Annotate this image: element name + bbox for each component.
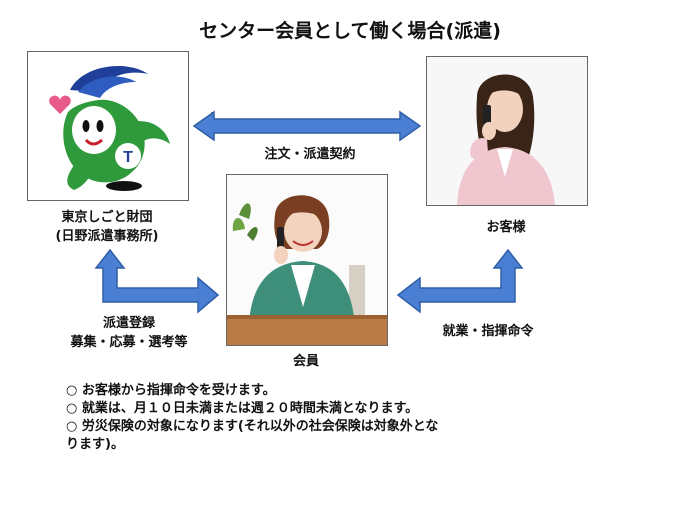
svg-text:T: T [123,149,133,166]
note-item-continuation: ります)。 [66,437,124,452]
arrow-foundation-customer [192,110,422,142]
label-foundation-line1: 東京しごと財団 [61,210,153,225]
label-order-contract: 注文・派遣契約 [264,147,356,162]
note-item: ○ お客様から指揮命令を受けます。 [66,383,276,398]
member-photo-box [226,174,388,346]
label-registration-line1: 派遣登録 [102,316,155,331]
label-customer: お客様 [486,220,526,235]
mascot-logo-icon: T [49,66,170,191]
woman-on-phone-photo [427,57,587,205]
customer-photo-box [426,56,588,206]
arrow-member-customer [396,248,524,314]
label-work-instruction: 就業・指揮命令 [442,324,534,339]
label-registration: 派遣登録 募集・応募・選考等 [44,314,214,352]
senior-woman-on-phone-photo [227,175,387,345]
label-member: 会員 [292,354,319,369]
page-title: センター会員として働く場合(派遣) [199,20,501,42]
notes-list: ○ お客様から指揮命令を受けます。 ○ 就業は、月１０日未満または週２０時間未満… [66,382,526,454]
foundation-logo-box: T [27,51,189,201]
arrow-foundation-member [94,248,220,314]
note-item: ○ 就業は、月１０日未満または週２０時間未満となります。 [66,401,419,416]
label-foundation: 東京しごと財団 (日野派遣事務所) [32,208,182,246]
label-registration-line2: 募集・応募・選考等 [70,335,188,350]
note-item: ○ 労災保険の対象になります(それ以外の社会保険は対象外とな [66,419,439,434]
label-foundation-line2: (日野派遣事務所) [55,229,159,244]
